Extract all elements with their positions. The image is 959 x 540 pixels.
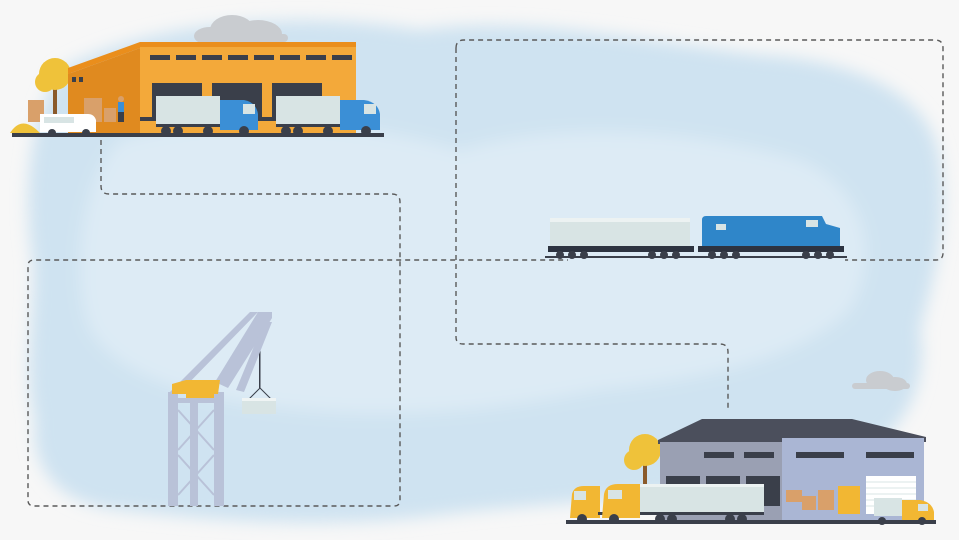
route-box-train [455,39,944,410]
truck-blue-2-icon [276,96,380,136]
truck-blue-1-icon [156,96,258,136]
crane-boom [215,312,272,388]
worker-icon [118,96,124,122]
rail-track [545,256,847,258]
crane-cable [259,320,261,388]
crane-leg-right [214,392,224,506]
truck-yellow-2-icon [602,484,764,524]
railcar-icon [548,218,694,259]
destination-ground [566,520,936,524]
hanging-container-icon [242,387,276,414]
destination-roof [658,419,926,444]
hedge [10,123,40,133]
route-segment-warehouse-to-crane [27,140,568,507]
origin-roof [68,42,356,74]
destination-warehouse [566,419,936,525]
crane-icon [168,312,276,506]
origin-ground [12,133,384,137]
origin-warehouse [10,42,384,137]
tree-trunk [53,82,57,116]
locomotive-icon [698,216,844,259]
crane-leg-left [168,392,178,506]
pallets-icon [786,490,834,510]
truck-yellow-small-icon [874,498,934,525]
destination-windows [704,452,914,458]
crane-cab [172,380,220,394]
origin-windows [72,55,352,82]
destination-door [838,486,860,514]
cloud-top [194,15,288,48]
crane-leg-mid [190,398,198,506]
watercolor-wash [28,20,943,523]
van-icon [40,114,96,137]
cloud-right [852,371,910,391]
route-lines [27,39,944,507]
train-icon [545,216,847,259]
